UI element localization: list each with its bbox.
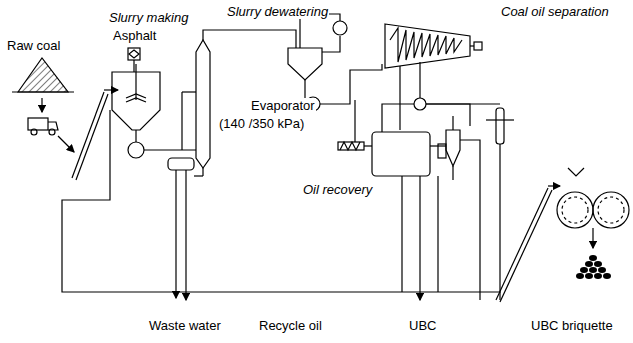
section-label: Slurry dewatering [226, 4, 329, 19]
product-label: UBC [408, 318, 437, 333]
section-label: Coal oil separation [500, 4, 610, 19]
section-label: Oil recovery [302, 182, 373, 197]
stream-label: Recycle oil [258, 318, 323, 333]
product-label: UBC briquette [530, 318, 614, 333]
stream-label: Waste water [148, 318, 222, 333]
condition-label: (140 /350 kPa) [218, 116, 305, 131]
stream-label: Raw coal [6, 38, 61, 53]
equipment-label: Evaporator [250, 98, 316, 113]
section-label: Slurry making [108, 10, 189, 25]
stream-label: Asphalt [112, 28, 157, 43]
